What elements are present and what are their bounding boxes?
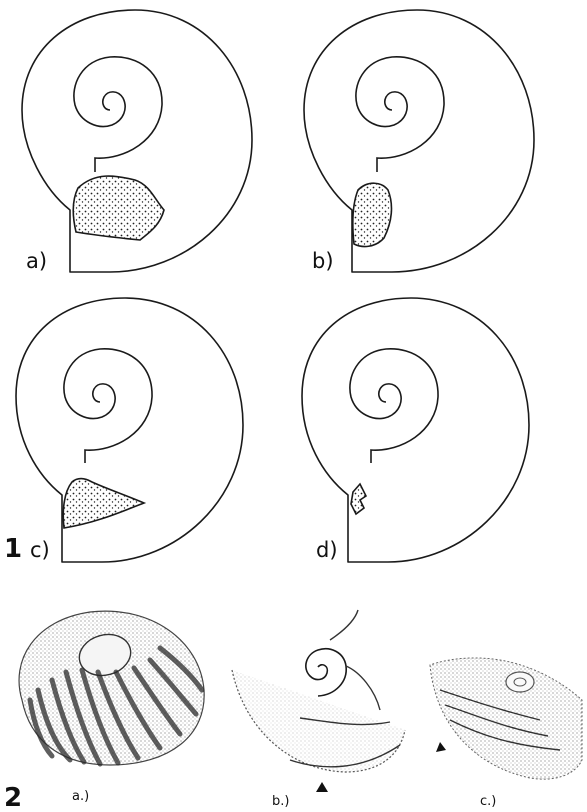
fossil-drawing-c: c.) (430, 658, 582, 809)
arrow-b (316, 782, 328, 792)
shell-diagram-c: c) (16, 298, 243, 562)
fossil-drawing-b: b.) (232, 610, 405, 809)
label-b: b) (312, 249, 334, 273)
panel-number-1: 1 (4, 534, 22, 564)
label-c: c) (30, 538, 50, 562)
label-d: d) (316, 538, 338, 562)
label-2b: b.) (272, 794, 289, 809)
label-a: a) (26, 249, 47, 273)
panel-number-2: 2 (4, 783, 22, 812)
label-2a: a.) (72, 789, 89, 804)
shell-diagram-a: a) (22, 10, 252, 273)
shell-diagram-d: d) (302, 298, 529, 562)
arrow-c (436, 742, 446, 752)
fossil-drawing-a: a.) (19, 611, 204, 804)
label-2c: c.) (480, 794, 496, 809)
shell-diagram-b: b) (304, 10, 534, 273)
